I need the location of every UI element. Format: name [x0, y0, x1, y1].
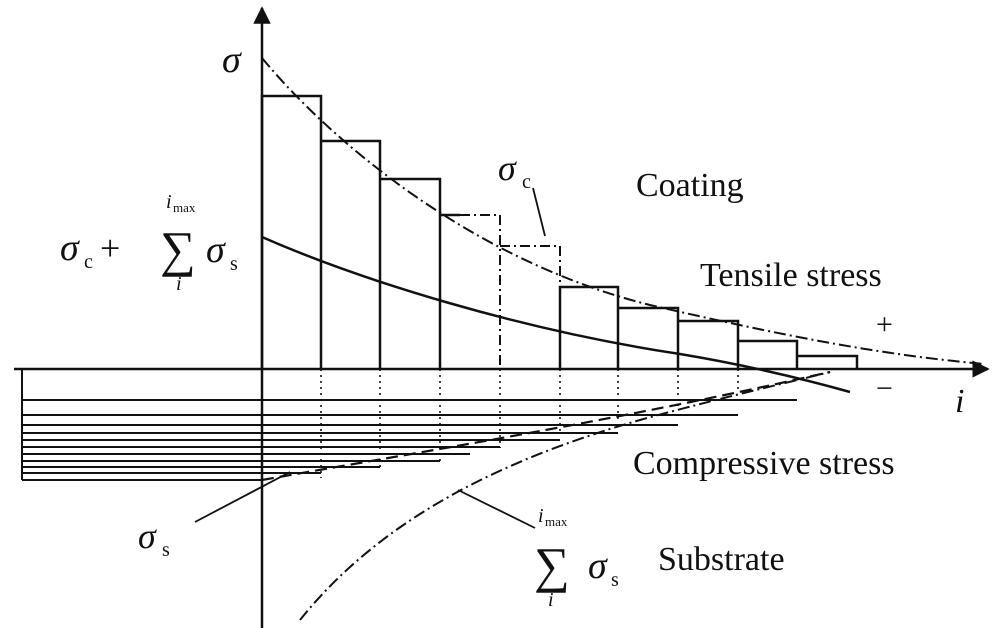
coating-label: Coating	[636, 167, 744, 204]
sigma-c-leader	[532, 187, 546, 237]
svg-text:σ: σ	[206, 229, 226, 271]
combined-stress-formula: σ c + i max ∑ i σ s	[60, 191, 238, 295]
svg-text:+: +	[100, 228, 120, 268]
sum-sigma-s-leader	[457, 489, 536, 529]
svg-text:s: s	[611, 569, 619, 591]
tensile-bar-10	[797, 354, 859, 369]
svg-text:∑: ∑	[160, 221, 196, 277]
x-axis-label: i	[955, 383, 964, 420]
substrate-stress-envelope	[299, 371, 831, 621]
tensile-bar-2	[321, 139, 382, 369]
tensile-bar-3	[380, 177, 442, 369]
svg-text:s: s	[162, 539, 170, 561]
svg-text:∑: ∑	[534, 537, 570, 593]
minus-sign: −	[876, 372, 893, 405]
tensile-bar-9	[738, 339, 799, 369]
svg-text:i: i	[166, 191, 172, 213]
svg-text:i: i	[538, 505, 544, 527]
leader-lines	[194, 187, 546, 529]
y-axis-label: σ	[222, 39, 242, 81]
tensile-stress-label: Tensile stress	[700, 257, 882, 294]
svg-text:σ: σ	[498, 148, 517, 188]
compressive-layers	[21, 369, 797, 481]
tensile-bars-dashed	[460, 214, 561, 369]
svg-text:σ: σ	[588, 545, 608, 587]
svg-text:max: max	[545, 514, 568, 529]
svg-text:c: c	[522, 171, 531, 193]
svg-text:s: s	[230, 253, 238, 275]
substrate-sum-formula: i max ∑ i σ s	[534, 505, 619, 611]
compressive-stress-label: Compressive stress	[633, 445, 895, 482]
tensile-bar-6	[558, 285, 620, 369]
compressive-envelope-curve	[261, 370, 831, 482]
svg-text:σ: σ	[138, 516, 157, 556]
tensile-bar-5-dashed	[500, 245, 561, 369]
coating-stress-envelope	[261, 57, 986, 365]
svg-text:i: i	[548, 589, 554, 611]
tensile-bar-8	[678, 319, 740, 369]
svg-text:i: i	[176, 273, 182, 295]
svg-text:max: max	[173, 200, 196, 215]
sigma-s-label: σ s	[138, 516, 170, 561]
tensile-bar-7	[618, 306, 680, 369]
substrate-label: Substrate	[658, 541, 785, 578]
plus-sign: +	[876, 308, 893, 341]
tensile-bar-4-dashed	[460, 214, 501, 369]
sigma-c-label: σ c	[498, 148, 531, 193]
svg-text:c: c	[84, 251, 93, 273]
tensile-bar-1	[260, 94, 323, 369]
sigma-s-leader	[194, 471, 291, 523]
svg-text:σ: σ	[60, 227, 80, 269]
combined-stress-curve	[261, 235, 851, 394]
